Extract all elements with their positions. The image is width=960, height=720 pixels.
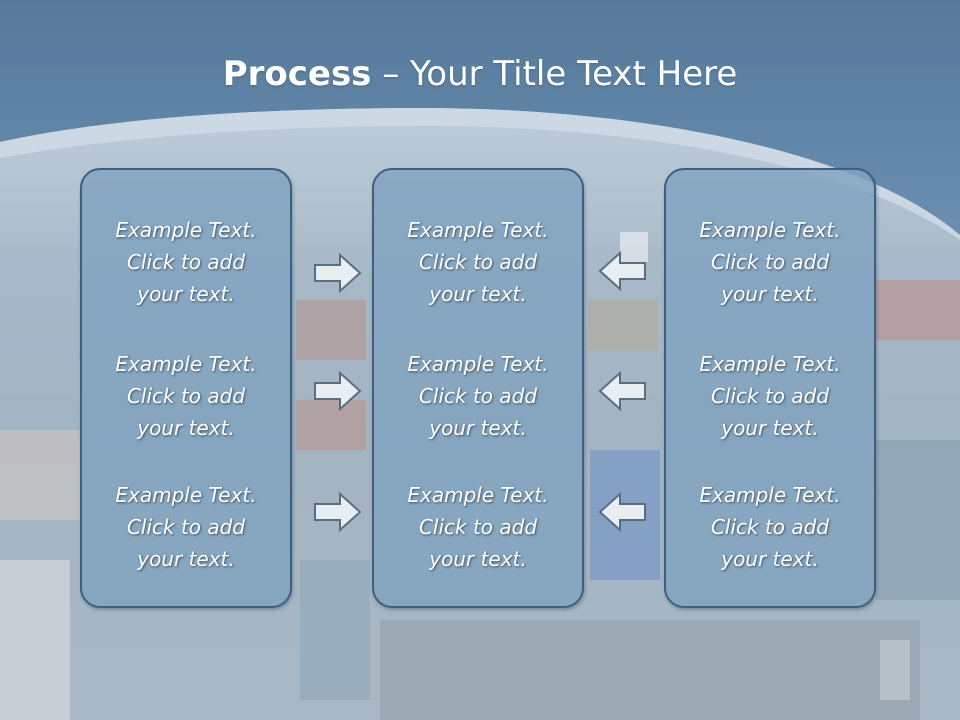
left-arrow-icon [598, 370, 646, 412]
text-line: Example Text. [115, 352, 257, 376]
text-line: your text. [429, 416, 527, 440]
text-block[interactable]: Example Text. Click to add your text. [374, 479, 582, 575]
text-line: your text. [721, 282, 819, 306]
process-box-right[interactable]: Example Text. Click to add your text. Ex… [664, 168, 876, 608]
right-arrow-icon [314, 491, 362, 533]
text-line: Example Text. [407, 483, 549, 507]
right-arrow-icon [314, 370, 362, 412]
text-line: Example Text. [407, 352, 549, 376]
text-line: Click to add [418, 515, 538, 539]
process-box-center[interactable]: Example Text. Click to add your text. Ex… [372, 168, 584, 608]
text-block[interactable]: Example Text. Click to add your text. [666, 479, 874, 575]
left-arrow-icon [598, 491, 646, 533]
text-line: Example Text. [407, 218, 549, 242]
text-line: Click to add [126, 384, 246, 408]
text-block[interactable]: Example Text. Click to add your text. [82, 348, 290, 444]
text-line: Example Text. [699, 352, 841, 376]
text-block[interactable]: Example Text. Click to add your text. [666, 214, 874, 310]
text-line: your text. [721, 416, 819, 440]
right-arrow-icon [314, 252, 362, 294]
text-line: Click to add [710, 250, 830, 274]
title-banner [0, 0, 960, 240]
text-block[interactable]: Example Text. Click to add your text. [82, 479, 290, 575]
text-line: your text. [721, 547, 819, 571]
slide-title[interactable]: Process – Your Title Text Here [0, 52, 960, 96]
text-line: Example Text. [115, 218, 257, 242]
left-arrow-icon [598, 250, 646, 292]
text-block[interactable]: Example Text. Click to add your text. [666, 348, 874, 444]
text-line: your text. [137, 282, 235, 306]
text-line: your text. [137, 416, 235, 440]
text-line: your text. [429, 282, 527, 306]
text-line: Click to add [418, 250, 538, 274]
text-line: Example Text. [115, 483, 257, 507]
text-line: your text. [429, 547, 527, 571]
text-line: Click to add [126, 250, 246, 274]
text-line: Click to add [710, 515, 830, 539]
text-block[interactable]: Example Text. Click to add your text. [374, 214, 582, 310]
text-line: Click to add [126, 515, 246, 539]
process-box-left[interactable]: Example Text. Click to add your text. Ex… [80, 168, 292, 608]
text-line: Click to add [710, 384, 830, 408]
slide-title-rest: – Your Title Text Here [371, 54, 738, 94]
text-block[interactable]: Example Text. Click to add your text. [374, 348, 582, 444]
text-block[interactable]: Example Text. Click to add your text. [82, 214, 290, 310]
text-line: Example Text. [699, 218, 841, 242]
text-line: Example Text. [699, 483, 841, 507]
slide-title-strong: Process [222, 54, 372, 94]
text-line: your text. [137, 547, 235, 571]
text-line: Click to add [418, 384, 538, 408]
